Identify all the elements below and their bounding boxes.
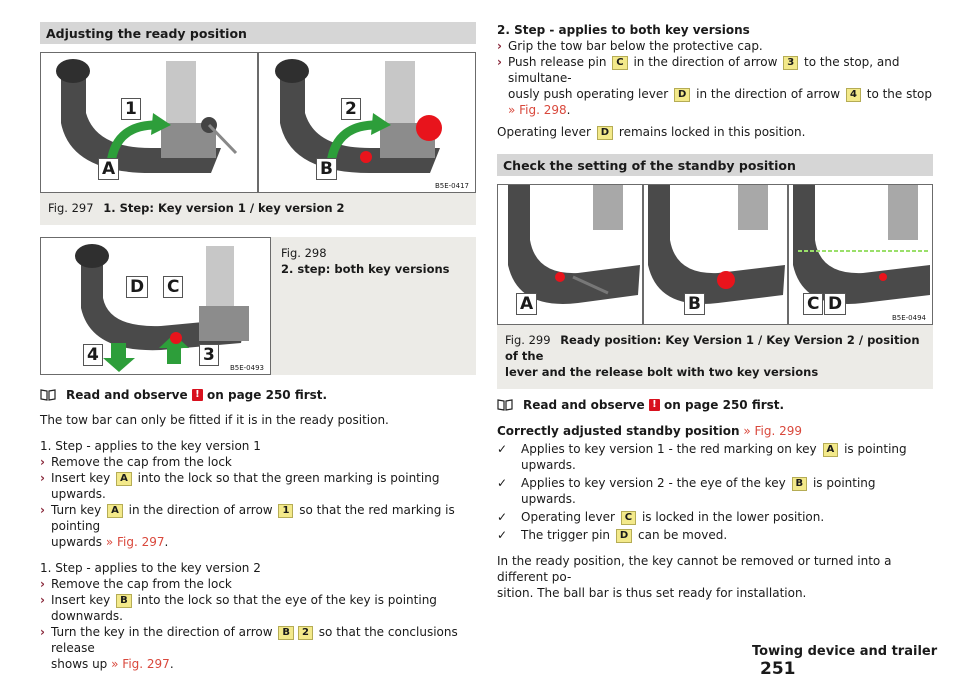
label-1: 1	[121, 98, 141, 120]
key-label: C	[612, 56, 628, 70]
label-3: 3	[199, 344, 219, 366]
footer-section: Towing device and trailer	[752, 644, 938, 659]
section-heading-check: Check the setting of the standby positio…	[497, 154, 933, 176]
read-observe-text: Read and observe	[523, 398, 645, 412]
label-C: C	[803, 293, 824, 315]
key-label: 1	[278, 504, 294, 518]
intro-text: The tow bar can only be fitted if it is …	[40, 413, 389, 427]
key-label: D	[674, 88, 691, 102]
label-4: 4	[83, 344, 103, 366]
book-icon	[40, 389, 56, 401]
label-2: 2	[341, 98, 361, 120]
step-item: ›Insert key A into the lock so that the …	[40, 471, 440, 501]
key-label: B	[791, 477, 808, 491]
step-item: ›Turn the key in the direction of arrow …	[40, 625, 458, 671]
warning-icon: !	[191, 389, 203, 401]
key-label: 2	[297, 626, 313, 640]
figure-299: A B C D B5E-0494 Fig. 299 Ready position…	[497, 184, 933, 389]
check-icon: ✓	[497, 510, 508, 524]
check-item: ✓Applies to key version 1 - the red mark…	[497, 442, 907, 472]
figure-299-image: A B C D B5E-0494	[497, 184, 933, 325]
read-observe-left: Read and observe ! on page 250 first.	[40, 388, 476, 402]
figure-297-number: Fig. 297	[48, 201, 94, 215]
figure-297-title: 1. Step: Key version 1 / key version 2	[103, 201, 345, 215]
figure-298-number: Fig. 298	[281, 246, 327, 260]
figure-299-title: Ready position: Key Version 1 / Key Vers…	[505, 333, 920, 363]
check-heading: Correctly adjusted standby position » Fi…	[497, 424, 803, 438]
step2-block: 2. Step - applies to both key versions ›…	[497, 22, 933, 140]
check-icon: ✓	[497, 442, 508, 456]
read-observe-text: Read and observe	[66, 388, 188, 402]
page-number: 251	[760, 659, 796, 677]
step1-v1-heading: 1. Step - applies to the key version 1	[40, 439, 261, 453]
step2-heading: 2. Step - applies to both key versions	[497, 23, 750, 37]
figure-298-code: B5E-0493	[227, 364, 266, 372]
key-label: D	[596, 126, 614, 140]
figure-298: D C 4 3 B5E-0493 Fig. 298 2. step: both …	[40, 237, 476, 375]
figure-298-image: D C 4 3 B5E-0493	[40, 237, 271, 375]
fig-link[interactable]: » Fig. 297	[105, 535, 165, 549]
book-icon	[497, 399, 513, 411]
step-item: ›Grip the tow bar below the protective c…	[497, 39, 763, 53]
figure-298-caption: Fig. 298 2. step: both key versions	[271, 237, 460, 375]
final-text: In the ready position, the key cannot be…	[497, 554, 892, 600]
figure-297-image: 1 A 2 B B5E-0417	[40, 52, 476, 193]
step-item: ›Remove the cap from the lock	[40, 455, 232, 469]
right-column: 2. Step - applies to both key versions ›…	[497, 22, 933, 601]
key-label: A	[116, 472, 132, 486]
step2-note: Operating lever D remains locked in this…	[497, 125, 806, 140]
read-observe-right: Read and observe ! on page 250 first.	[497, 398, 933, 412]
fig-link[interactable]: » Fig. 297	[111, 657, 170, 671]
key-label: D	[615, 529, 633, 543]
read-observe-page: on page 250 first.	[207, 388, 328, 402]
figure-299-code: B5E-0494	[889, 314, 928, 322]
figure-297-caption: Fig. 297 1. Step: Key version 1 / key ve…	[40, 193, 476, 225]
fig-link[interactable]: » Fig. 299	[743, 424, 803, 438]
warning-icon: !	[648, 399, 660, 411]
key-label: A	[822, 443, 839, 457]
label-C: C	[163, 276, 184, 298]
figure-297-code: B5E-0417	[432, 182, 471, 190]
key-label: A	[107, 504, 123, 518]
figure-297: 1 A 2 B B5E-0417 Fig. 297 1. Step: Key v…	[40, 52, 476, 225]
key-label: 4	[845, 88, 861, 102]
step-item: ›Remove the cap from the lock	[40, 577, 232, 591]
section-heading-adjusting: Adjusting the ready position	[40, 22, 476, 44]
label-A: A	[516, 293, 538, 315]
step-item: ›Turn key A in the direction of arrow 1 …	[40, 503, 455, 549]
check-icon: ✓	[497, 476, 508, 490]
key-label: 3	[783, 56, 799, 70]
figure-299-caption: Fig. 299 Ready position: Key Version 1 /…	[497, 325, 933, 389]
step-item: ›Push release pin C in the direction of …	[497, 55, 933, 117]
page-footer: Towing device and trailer 251	[752, 644, 960, 677]
fig-link[interactable]: » Fig. 298	[508, 103, 567, 117]
left-column: Adjusting the ready position	[40, 22, 476, 672]
check-item: ✓Operating lever C is locked in the lowe…	[497, 510, 825, 525]
step1-v2-block: 1. Step - applies to the key version 2 ›…	[40, 560, 476, 672]
figure-299-title-line2: lever and the release bolt with two key …	[505, 365, 819, 379]
read-observe-page: on page 250 first.	[664, 398, 785, 412]
figure-298-title: 2. step: both key versions	[281, 262, 450, 276]
check-item: ✓The trigger pin D can be moved.	[497, 528, 728, 543]
label-D: D	[824, 293, 847, 315]
key-label: B	[116, 594, 132, 608]
key-label: C	[620, 511, 637, 525]
label-B: B	[316, 158, 337, 180]
step1-v1-block: 1. Step - applies to the key version 1 ›…	[40, 438, 476, 550]
check-icon: ✓	[497, 528, 508, 542]
key-label: B	[278, 626, 294, 640]
check-item: ✓Applies to key version 2 - the eye of t…	[497, 476, 876, 506]
label-D: D	[126, 276, 149, 298]
label-A: A	[98, 158, 120, 180]
step-item: ›Insert key B into the lock so that the …	[40, 593, 437, 623]
figure-299-number: Fig. 299	[505, 333, 551, 347]
label-B: B	[684, 293, 705, 315]
step1-v2-heading: 1. Step - applies to the key version 2	[40, 561, 261, 575]
